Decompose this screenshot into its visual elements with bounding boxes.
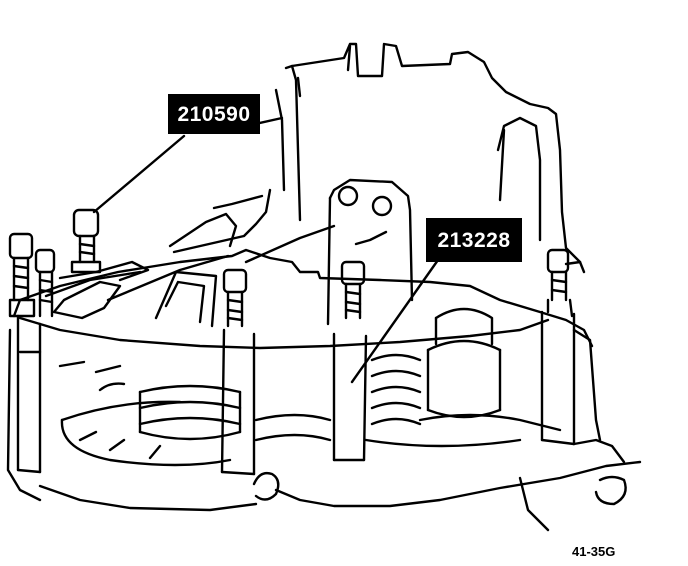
bolt-left-inner (34, 248, 56, 318)
support-posts (16, 298, 576, 476)
bolt-left-outer (8, 232, 36, 318)
callout-210590: 210590 (168, 94, 260, 134)
base-plate (12, 248, 594, 350)
callout-213228-text: 213228 (437, 228, 511, 252)
leader-line-210590 (92, 134, 186, 214)
clutch-springs (138, 307, 502, 441)
lower-gear-plate (58, 360, 562, 467)
bolt-center (340, 260, 366, 320)
bolt-right (546, 248, 586, 302)
callout-213228: 213228 (426, 218, 522, 262)
bolt-210590 (70, 208, 102, 274)
center-bracket (326, 178, 414, 326)
transmission-case (244, 42, 582, 264)
bolt-center-left (222, 268, 248, 328)
callout-210590-text: 210590 (177, 102, 251, 126)
base-housing (6, 328, 642, 532)
leader-line-213228 (350, 258, 440, 384)
figure-number: 41-35G (572, 544, 616, 559)
spring-compressor-arm (52, 188, 336, 328)
